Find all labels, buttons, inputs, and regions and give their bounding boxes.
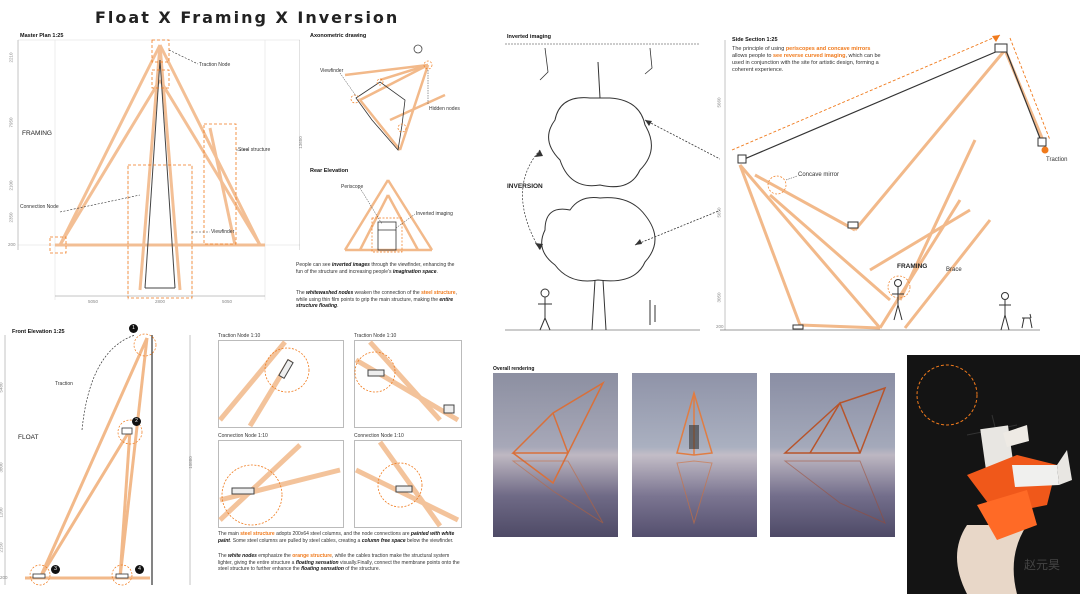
rear-elevation-drawing bbox=[343, 179, 434, 253]
inverted-imaging-label: Inverted imaging bbox=[416, 211, 453, 217]
axonometric-heading: Axonometric drawing bbox=[310, 33, 367, 39]
marker-1: 1 bbox=[129, 324, 138, 333]
note-whitewashed-nodes: The whitewashed nodes weaken the connect… bbox=[296, 290, 457, 309]
traction-node-1-detail bbox=[218, 340, 344, 428]
inverted-imaging-heading: Inverted imaging bbox=[507, 34, 552, 40]
node-detail-drawings bbox=[218, 340, 460, 528]
dim-side-5: 200 bbox=[8, 242, 16, 247]
section-dim-3: 3050 bbox=[716, 292, 722, 303]
marker-2: 2 bbox=[132, 417, 141, 426]
side-section-description: The principle of using periscopes and co… bbox=[732, 46, 881, 73]
model-photo bbox=[907, 355, 1080, 594]
connection-node-label: Connection Node bbox=[20, 204, 59, 210]
side-section-drawing bbox=[720, 34, 1051, 331]
traction-node-2-heading: Traction Node 1:10 bbox=[354, 333, 397, 339]
model-photo-figure bbox=[916, 364, 1072, 594]
axo-viewfinder-label: Viewfinder bbox=[320, 68, 344, 74]
concave-mirror-label: Concave mirror bbox=[798, 172, 840, 178]
rendering-1 bbox=[493, 373, 618, 537]
brace-label: Brace bbox=[946, 267, 962, 273]
periscope-label: Periscope bbox=[341, 184, 364, 190]
traction-label: Traction bbox=[55, 381, 73, 387]
section-dim-1: 5660 bbox=[716, 97, 722, 108]
section-dim-4: 200 bbox=[716, 324, 724, 329]
hidden-nodes-label: Hidden nodes bbox=[429, 106, 460, 112]
section-dim-2: 5650 bbox=[716, 207, 722, 218]
rendering-3 bbox=[770, 373, 895, 537]
viewfinder-label: Viewfinder bbox=[211, 229, 235, 235]
front-elevation-drawing bbox=[4, 333, 191, 586]
note-steel-structure: The main steel structure adopts 200x64 s… bbox=[218, 531, 455, 544]
traction-node-1-heading: Traction Node 1:10 bbox=[218, 333, 261, 339]
signature: 赵元昊 bbox=[1024, 558, 1061, 572]
rendering-2-structure bbox=[676, 390, 713, 525]
dim-bottom-right: 5050 bbox=[222, 299, 233, 304]
page-title: Float X Framing X Inversion bbox=[95, 8, 400, 27]
master-plan-drawing bbox=[17, 39, 300, 300]
note-white-nodes: The white nodes emphasize the orange str… bbox=[218, 553, 460, 572]
front-dim-4: 2150 bbox=[0, 542, 4, 553]
master-plan-heading: Master Plan 1:25 bbox=[20, 33, 64, 39]
marker-3: 3 bbox=[51, 565, 60, 574]
float-label: FLOAT bbox=[18, 434, 39, 441]
dim-bottom-left: 5050 bbox=[88, 299, 99, 304]
inversion-label: INVERSION bbox=[507, 183, 543, 190]
axonometric-drawing bbox=[339, 44, 446, 151]
front-elevation-heading: Front Elevation 1:25 bbox=[12, 329, 65, 335]
traction-section-label: Traction bbox=[1046, 157, 1068, 163]
inverted-imaging-drawing bbox=[505, 43, 720, 331]
rendering-3-structure bbox=[783, 386, 887, 524]
marker-4: 4 bbox=[135, 565, 144, 574]
rear-elevation-heading: Rear Elevation bbox=[310, 168, 349, 174]
front-dim-5: 200 bbox=[0, 575, 8, 580]
framing-label: FRAMING bbox=[22, 130, 52, 137]
rendering-1-structure bbox=[511, 381, 605, 524]
connection-node-1-heading: Connection Node 1:10 bbox=[218, 433, 268, 439]
note-inverted-images: People can see inverted images through t… bbox=[296, 262, 455, 275]
dim-bottom-center: 2800 bbox=[155, 299, 166, 304]
rendering-2 bbox=[632, 373, 757, 537]
framing-section-label: FRAMING bbox=[897, 263, 928, 270]
rendering-heading: Overall rendering bbox=[493, 366, 535, 372]
connection-node-2-heading: Connection Node 1:10 bbox=[354, 433, 404, 439]
steel-structure-label: Steel structure bbox=[238, 147, 271, 153]
traction-node-label: Traction Node bbox=[199, 62, 231, 68]
side-section-heading: Side Section 1:25 bbox=[732, 37, 778, 43]
